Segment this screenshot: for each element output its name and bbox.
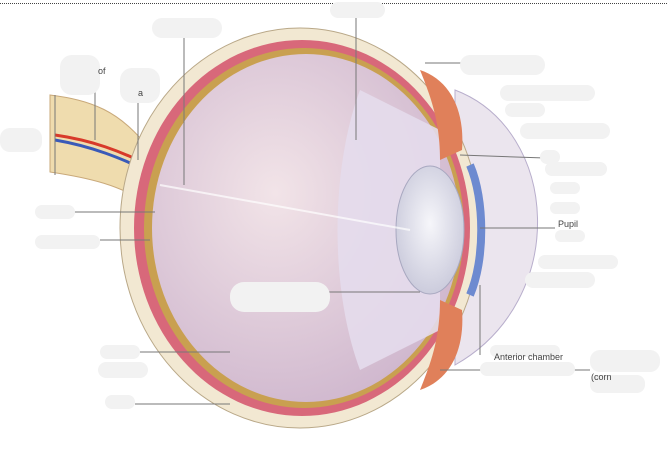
label-fragment-a: a bbox=[138, 88, 144, 98]
ciliary-body-lower bbox=[420, 300, 463, 390]
lens bbox=[395, 165, 465, 295]
label-cornea-fragment: (corn bbox=[591, 372, 612, 382]
label-pupil: Pupil bbox=[558, 219, 579, 229]
optical-axis bbox=[159, 184, 411, 231]
label-fragment-of: of bbox=[98, 66, 106, 76]
ciliary-zonule bbox=[337, 90, 440, 370]
label-masks bbox=[0, 2, 660, 409]
label-anterior-chamber: Anterior chamber bbox=[494, 352, 564, 362]
ciliary-body-upper bbox=[420, 70, 463, 160]
iris bbox=[466, 163, 486, 297]
